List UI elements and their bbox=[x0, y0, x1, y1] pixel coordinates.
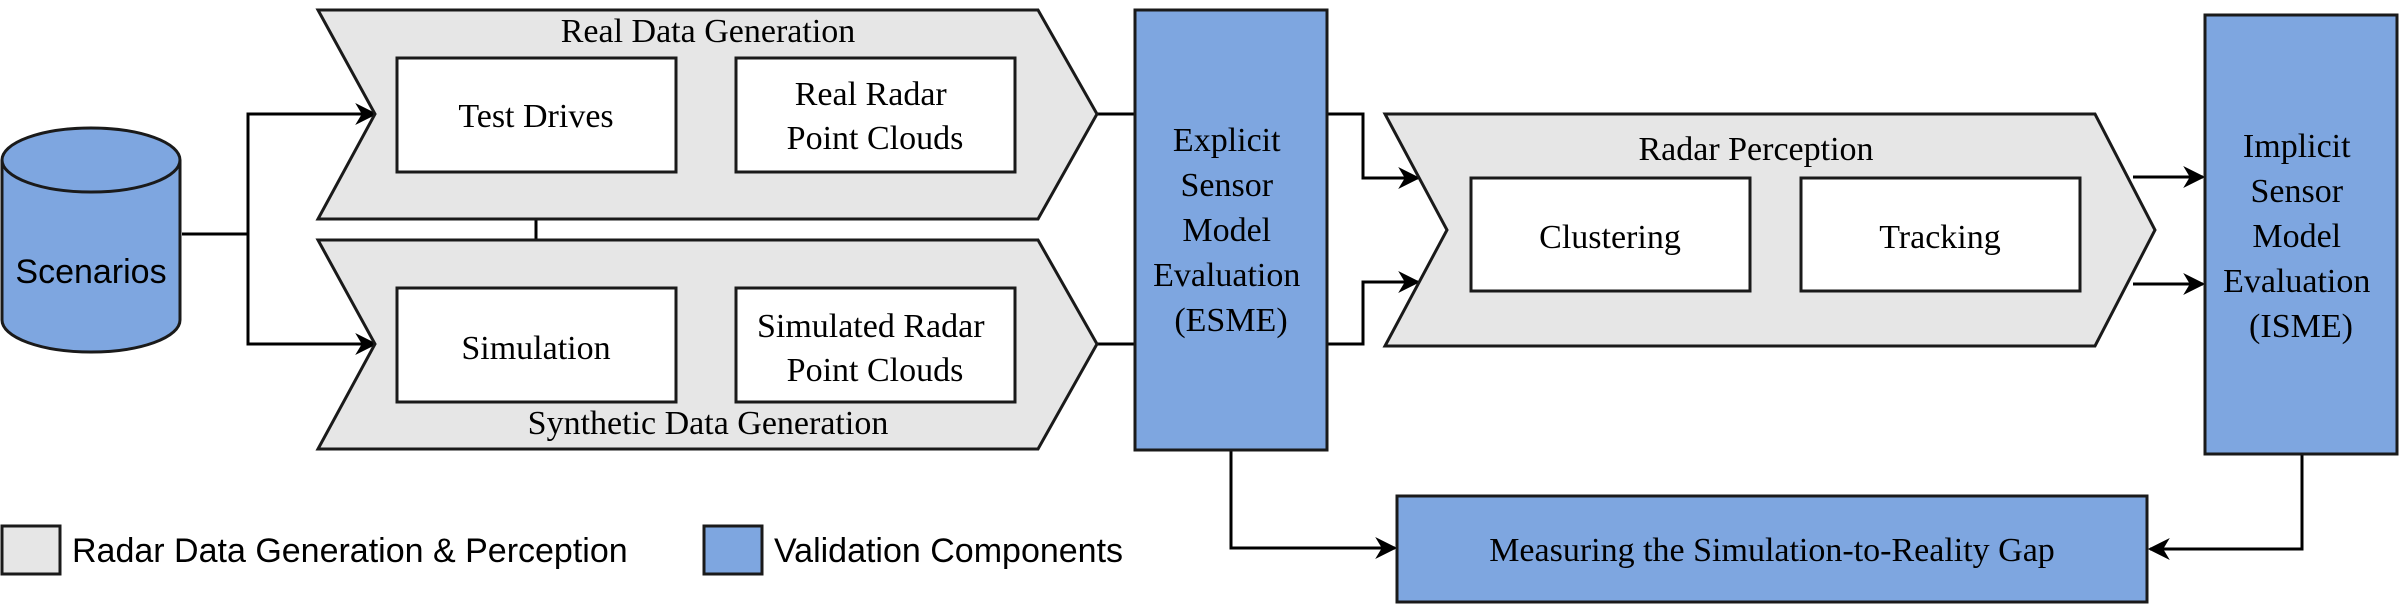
synthetic-data-generation-label: Synthetic Data Generation bbox=[528, 405, 889, 442]
real-data-generation-pipeline: Real Data Generation Test Drives Real Ra… bbox=[315, 8, 1099, 221]
edge-esme-to-perception-bottom bbox=[1327, 271, 1421, 346]
esme-label: Explicit Sensor Model Evaluation (ESME) bbox=[1153, 122, 1309, 339]
clustering-label: Clustering bbox=[1539, 219, 1681, 256]
edge-isme-to-gap bbox=[2147, 454, 2304, 560]
isme-node: Implicit Sensor Model Evaluation (ISME) bbox=[2203, 13, 2399, 456]
simulation-box bbox=[395, 286, 678, 404]
simulated-radar-point-clouds-box bbox=[734, 286, 1017, 404]
test-drives-box bbox=[395, 56, 678, 174]
legend: Radar Data Generation & Perception Valid… bbox=[0, 524, 1123, 576]
gap-node: Measuring the Simulation-to-Reality Gap bbox=[1395, 494, 2149, 604]
edge-scenarios-to-synthetic bbox=[246, 234, 378, 355]
radar-perception-label: Radar Perception bbox=[1638, 131, 1873, 168]
edge-esme-to-gap bbox=[1229, 450, 1398, 559]
legend-label-validation: Validation Components bbox=[774, 532, 1123, 570]
gap-label: Measuring the Simulation-to-Reality Gap bbox=[1489, 532, 2055, 569]
scenarios-node: Scenarios bbox=[0, 126, 182, 354]
isme-label: Implicit Sensor Model Evaluation (ISME) bbox=[2223, 128, 2379, 345]
real-radar-point-clouds-label: Real Radar Point Clouds bbox=[787, 76, 964, 157]
real-data-generation-label: Real Data Generation bbox=[561, 13, 856, 50]
simulated-radar-point-clouds-label: Simulated Radar Point Clouds bbox=[757, 308, 993, 389]
tracking-label: Tracking bbox=[1879, 219, 2001, 256]
synthetic-data-generation-pipeline: Simulation Simulated Radar Point Clouds … bbox=[315, 238, 1099, 451]
legend-label-perception: Radar Data Generation & Perception bbox=[72, 532, 628, 570]
radar-perception-pipeline: Radar Perception Clustering Tracking bbox=[1382, 112, 2157, 348]
edge-esme-to-perception-top bbox=[1327, 112, 1421, 189]
tracking-box bbox=[1799, 176, 2082, 293]
simulation-label: Simulation bbox=[461, 330, 610, 367]
real-radar-point-clouds-box bbox=[734, 56, 1017, 174]
esme-node: Explicit Sensor Model Evaluation (ESME) bbox=[1133, 8, 1329, 452]
legend-swatch-validation bbox=[702, 524, 764, 576]
legend-swatch-perception bbox=[0, 524, 62, 576]
test-drives-label: Test Drives bbox=[458, 98, 613, 135]
edge-scenarios-to-real bbox=[246, 103, 378, 234]
scenarios-label: Scenarios bbox=[15, 253, 166, 291]
clustering-box bbox=[1469, 176, 1752, 293]
